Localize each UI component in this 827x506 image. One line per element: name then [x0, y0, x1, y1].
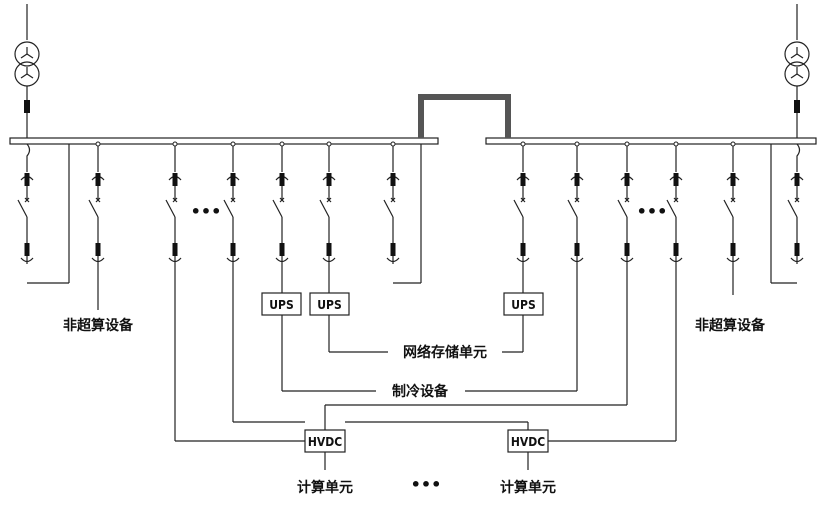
breaker-top: [520, 173, 526, 186]
feeder-11: [666, 141, 683, 264]
breaker-bottom: [95, 243, 101, 256]
switch-blade: [383, 199, 394, 218]
breaker-bottom: [230, 243, 236, 256]
breaker-top: [390, 173, 396, 186]
breaker-bottom: [520, 243, 526, 256]
breaker-top: [24, 173, 30, 186]
breaker-bottom: [390, 243, 396, 256]
breaker-top: [730, 173, 736, 186]
label-storage: 网络存储单元: [403, 344, 487, 361]
breaker-top: [95, 173, 101, 186]
switch-blade: [165, 199, 176, 218]
feeder-10: [617, 141, 634, 264]
switch-blade: [723, 199, 734, 218]
hvdc-label-right: HVDC: [511, 435, 545, 449]
label-compute-left: 计算单元: [297, 479, 353, 496]
switch-blade: [88, 199, 99, 218]
ellipsis-left-feeders: •••: [191, 202, 222, 221]
feeder-7: [383, 141, 400, 264]
breaker-bottom: [624, 243, 630, 256]
breaker-top: [230, 173, 236, 186]
feeder-3: [165, 141, 182, 264]
switch-blade: [513, 199, 524, 218]
switch-blade: [17, 199, 28, 218]
feeder-group: [17, 141, 804, 264]
busbar-left: [9, 137, 439, 145]
label-non-super-right: 非超算设备: [695, 317, 766, 334]
breaker-bottom: [172, 243, 178, 256]
switch-blade: [223, 199, 234, 218]
breaker-bottom: [673, 243, 679, 256]
distribution-wiring: [97, 264, 734, 470]
hvdc-box-left: HVDC: [304, 429, 346, 453]
breaker-bottom: [730, 243, 736, 256]
ups-box-3: UPS: [503, 292, 544, 316]
transformer-left: [14, 4, 40, 138]
busbar-right: [485, 137, 817, 145]
ellipsis-compute: •••: [411, 475, 442, 494]
label-cooling: 制冷设备: [392, 383, 449, 400]
breaker-top: [172, 173, 178, 186]
ups-label-1: UPS: [269, 298, 293, 312]
breaker-top: [279, 173, 285, 186]
feeder-4: [223, 141, 240, 264]
loop-branches: [27, 144, 797, 284]
ups-box-1: UPS: [261, 292, 302, 316]
transformer-right: [784, 4, 810, 138]
breaker-top: [794, 173, 800, 186]
breaker-top: [673, 173, 679, 186]
switch-blade: [666, 199, 677, 218]
feeder-2: [88, 141, 105, 264]
feeder-12: [723, 141, 740, 264]
breaker-top: [574, 173, 580, 186]
breaker-bottom: [279, 243, 285, 256]
switch-blade: [787, 199, 798, 218]
breaker-top: [326, 173, 332, 186]
feeder-9: [567, 141, 584, 264]
switch-blade: [319, 199, 330, 218]
feeder-6: [319, 141, 336, 264]
label-non-super-left: 非超算设备: [63, 317, 134, 334]
feeder-13: [787, 143, 804, 264]
breaker-top: [624, 173, 630, 186]
breaker-bottom: [794, 243, 800, 256]
ups-label-3: UPS: [511, 298, 535, 312]
ups-label-2: UPS: [317, 298, 341, 312]
breaker-bottom: [326, 243, 332, 256]
ups-box-2: UPS: [309, 292, 350, 316]
hvdc-box-right: HVDC: [507, 429, 549, 453]
feeder-1: [17, 143, 34, 264]
switch-blade: [617, 199, 628, 218]
label-compute-right: 计算单元: [500, 479, 556, 496]
bus-tie: [418, 94, 511, 138]
feeder-8: [513, 141, 530, 264]
switch-blade: [272, 199, 283, 218]
feeder-5: [272, 141, 289, 264]
breaker-bottom: [24, 243, 30, 256]
hvdc-label-left: HVDC: [308, 435, 342, 449]
ellipsis-right-feeders: •••: [637, 202, 668, 221]
breaker-bottom: [574, 243, 580, 256]
switch-blade: [567, 199, 578, 218]
